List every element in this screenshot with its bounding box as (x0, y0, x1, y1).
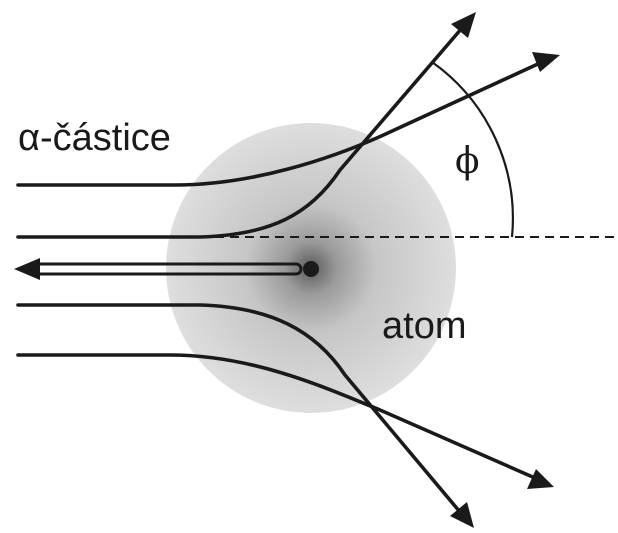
arrowhead-icon (14, 258, 40, 280)
arrowhead-icon (532, 52, 560, 72)
particle-label-alpha: α (18, 117, 40, 159)
atom-label: atom (382, 305, 466, 347)
arrowhead-icon (527, 469, 554, 489)
angle-label: ϕ (455, 141, 480, 182)
nucleus-dot-icon (303, 261, 319, 277)
particle-label-text: -částice (40, 117, 171, 159)
particle-label: α-částice (18, 117, 171, 159)
